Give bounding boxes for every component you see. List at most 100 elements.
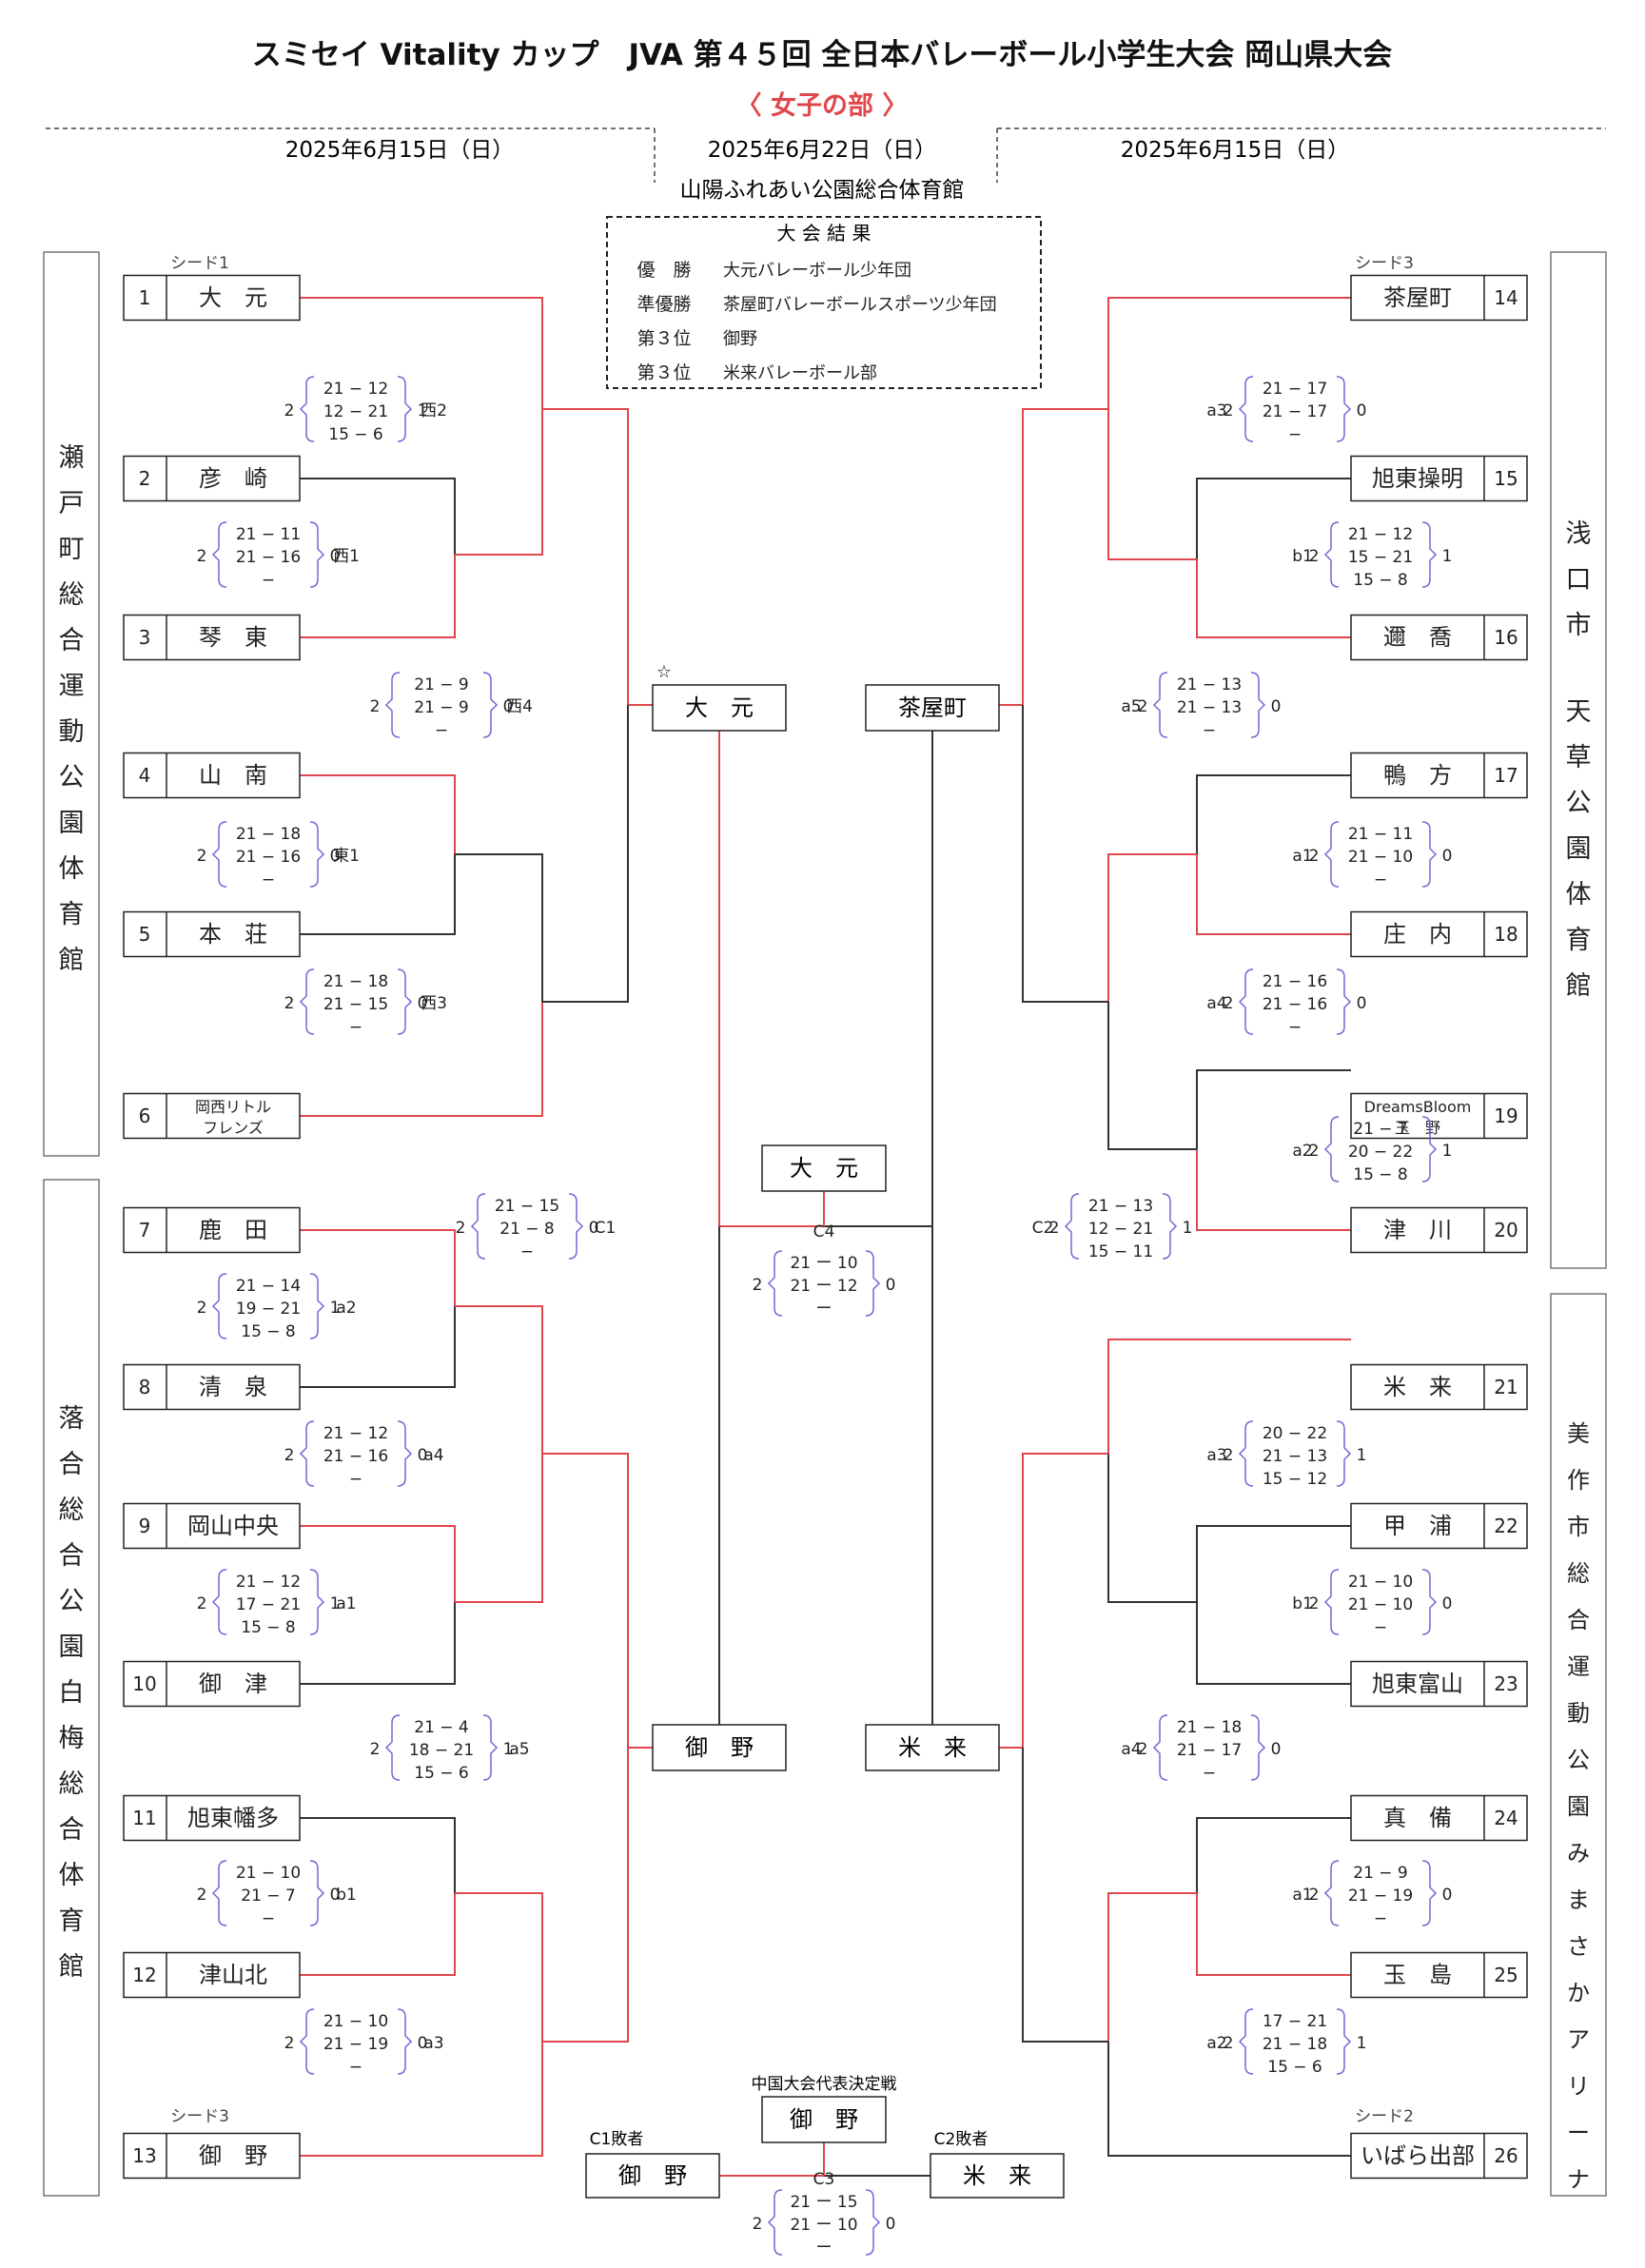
team-box-20: 20津 川 <box>1350 1206 1528 1254</box>
sets-won-left: 2 <box>197 547 207 566</box>
set-score: − <box>1203 721 1216 740</box>
venue-char: 動 <box>1567 1700 1590 1727</box>
set-score: 21 ー 12 <box>790 1277 857 1296</box>
team-name: 旭東富山 <box>1372 1671 1463 1697</box>
bracket-line <box>300 1525 456 1602</box>
venue-char: 園 <box>59 809 85 838</box>
team-number: 11 <box>132 1807 156 1829</box>
team-number: 21 <box>1494 1376 1518 1398</box>
match-label: a4 <box>1121 1740 1141 1759</box>
match-label: 西3 <box>421 994 447 1013</box>
venue-char: ま <box>1567 1887 1590 1913</box>
sets-won-left: 2 <box>197 1594 207 1613</box>
sets-won-left: 2 <box>197 1886 207 1905</box>
match-label: 西4 <box>506 697 533 716</box>
venue-char: 合 <box>1567 1607 1590 1633</box>
venue-char: 天 <box>1566 697 1592 727</box>
sets-won-right: 1 <box>1442 547 1453 566</box>
team-number: 8 <box>139 1376 151 1398</box>
champion-box: 大 元 <box>761 1144 887 1192</box>
team-box-17: 17鴨 方 <box>1350 752 1528 799</box>
set-score: 19 − 21 <box>236 1300 301 1319</box>
sets-won-left: 2 <box>284 1446 295 1465</box>
team-name: 邇 喬 <box>1383 624 1452 651</box>
team-name: 真 備 <box>1383 1805 1452 1831</box>
sets-won-left: 2 <box>1309 847 1320 866</box>
team-box-21: 21米 来 <box>1350 1363 1528 1411</box>
venue-char: 園 <box>1566 834 1592 864</box>
venue-char: 戸 <box>59 489 85 518</box>
team-name: 岡山中央 <box>187 1513 279 1539</box>
header-frame <box>46 127 1606 183</box>
seed-label-3-left: シード3 <box>170 2107 229 2126</box>
bracket-line <box>1107 297 1351 409</box>
team-number: 20 <box>1494 1219 1518 1242</box>
venue-char: 合 <box>59 1541 85 1571</box>
svg-text:御 野: 御 野 <box>790 2106 858 2133</box>
date-left: 2025年6月15日（日） <box>285 138 514 163</box>
set-score: 21 − 13 <box>1177 698 1242 717</box>
match-label: a1 <box>1292 1886 1312 1905</box>
set-score: 21 − 12 <box>323 380 388 399</box>
sets-won-right: 0 <box>418 2034 428 2053</box>
set-score: 15 − 6 <box>414 1764 469 1783</box>
sets-won-right: 0 <box>1357 994 1367 1013</box>
venue-char: 公 <box>1567 1747 1590 1773</box>
team-box-8: 8 清 泉 <box>123 1363 301 1411</box>
set-score: − <box>349 1018 362 1037</box>
match-label: a5 <box>509 1740 529 1759</box>
sets-won-right: 1 <box>1357 2034 1367 2053</box>
set-score: 21 − 10 <box>1348 848 1413 867</box>
result-rank: 準優勝 <box>636 294 691 315</box>
match-label: a3 <box>1206 1446 1226 1465</box>
sets-won-right: 1 <box>1183 1219 1193 1238</box>
result-rank: 第３位 <box>636 362 691 383</box>
venue-box-right-bottom <box>1550 1293 1607 2197</box>
set-score: 15 − 11 <box>1088 1242 1153 1261</box>
set-score: 21 − 12 <box>236 1573 301 1592</box>
sets-won-left: 2 <box>370 1740 381 1759</box>
set-score: 17 − 21 <box>1263 2012 1327 2031</box>
team-name: 御 野 <box>199 2142 267 2169</box>
match-label: a3 <box>1206 401 1226 420</box>
team-name: 清 泉 <box>199 1374 267 1400</box>
sets-won-right: 1 <box>330 1299 341 1318</box>
bracket-line <box>300 774 456 854</box>
bracket-line <box>300 1817 456 1893</box>
bracket-line <box>455 1892 543 2042</box>
sets-won-right: 0 <box>886 1276 896 1295</box>
venue-char: リ <box>1567 2073 1590 2100</box>
team-number: 25 <box>1494 1964 1518 1986</box>
set-score: 21 − 10 <box>323 2012 388 2031</box>
svg-text:大 元: 大 元 <box>790 1155 858 1182</box>
set-score: 21 − 10 <box>1348 1595 1413 1614</box>
venue-char: 園 <box>1567 1793 1590 1820</box>
sets-won-right: 0 <box>418 1446 428 1465</box>
sets-won-right: 0 <box>886 2215 896 2234</box>
venue-char: 市 <box>1567 1514 1590 1540</box>
team-number: 24 <box>1494 1807 1518 1829</box>
set-score: 21 − 16 <box>236 848 301 867</box>
team-number: 16 <box>1494 626 1518 649</box>
sets-won-right: 0 <box>1442 847 1453 866</box>
venue-char: 梅 <box>59 1724 85 1753</box>
set-score: 15 − 6 <box>328 425 383 444</box>
venue-char: 体 <box>59 854 85 884</box>
set-score: 21 − 9 <box>414 698 469 717</box>
team-number: 2 <box>139 467 151 490</box>
sets-won-right: 0 <box>1357 401 1367 420</box>
set-score: 21 − 13 <box>1263 1447 1327 1466</box>
set-score: − <box>262 571 275 590</box>
set-score: 21 − 14 <box>236 1277 301 1296</box>
sets-won-right: 0 <box>503 697 514 716</box>
